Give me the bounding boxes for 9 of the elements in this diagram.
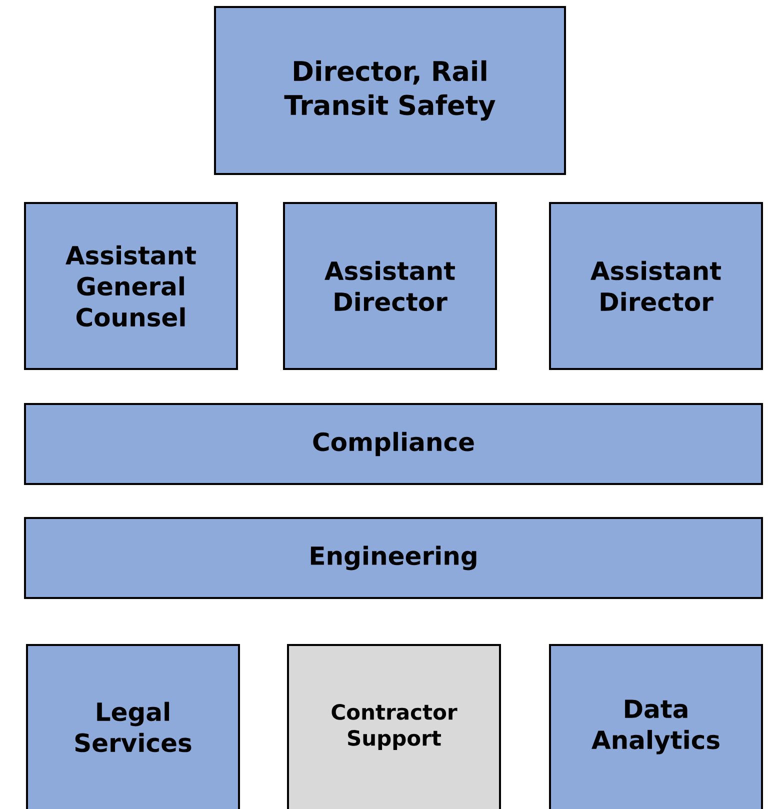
org-box: Compliance [24,403,763,485]
org-box: Contractor Support [287,644,501,809]
org-box: Director, Rail Transit Safety [214,6,566,175]
org-box: Engineering [24,517,763,599]
org-box: Assistant Director [549,202,763,370]
org-box: Data Analytics [549,644,763,809]
org-box: Assistant Director [283,202,497,370]
org-box: Legal Services [26,644,240,809]
org-box: Assistant General Counsel [24,202,238,370]
